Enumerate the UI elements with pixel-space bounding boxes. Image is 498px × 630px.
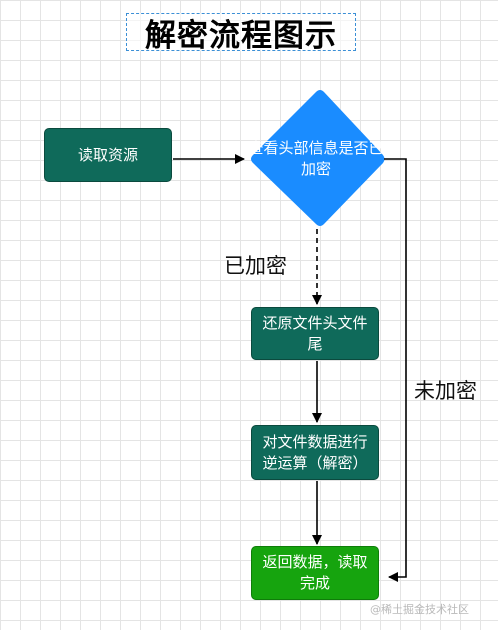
diagram-title: 解密流程图示 (126, 13, 356, 54)
label-not-encrypted: 未加密 (414, 379, 477, 403)
node-decrypt-data: 对文件数据进行逆运算（解密） (251, 425, 379, 480)
watermark-text: @稀土掘金技术社区 (370, 603, 469, 616)
node-read-resource: 读取资源 (44, 128, 172, 182)
label-encrypted: 已加密 (224, 254, 287, 278)
decision-diamond (251, 90, 385, 226)
node-check-header: 查看头部信息是否已加密 (248, 139, 384, 178)
edge-check-to-done (384, 158, 407, 582)
node-return-data: 返回数据，读取完成 (251, 546, 379, 600)
node-restore-header-footer: 还原文件头文件尾 (251, 307, 379, 360)
